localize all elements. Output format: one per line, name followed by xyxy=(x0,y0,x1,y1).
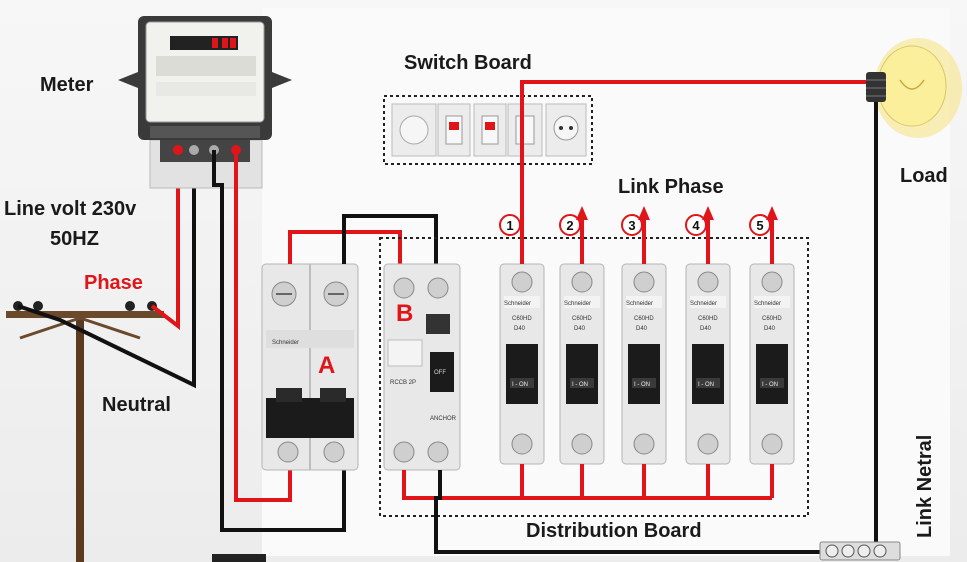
mcb-3-on-label: I - ON xyxy=(634,382,650,388)
arrow-up-icon xyxy=(576,206,588,220)
breaker-b-label: B xyxy=(396,300,414,327)
mcb-5-rating: D40 xyxy=(764,326,776,332)
mcb-4-on-label: I - ON xyxy=(698,382,714,388)
phase-wire-pole-meter xyxy=(150,140,180,331)
distribution-board-label: Distribution Board xyxy=(526,520,702,542)
mcb-5-on-label: I - ON xyxy=(762,382,778,388)
main-breaker-a xyxy=(261,263,359,471)
circuit-2-number: 2 xyxy=(566,218,573,233)
lightbulb-icon xyxy=(866,38,962,138)
arrow-up-icon xyxy=(702,206,714,220)
neutral-wire-pole-meter xyxy=(17,140,196,389)
switch-to-load-wire xyxy=(520,80,866,150)
distribution-board-outline xyxy=(379,237,809,517)
phase-label: Phase xyxy=(84,272,143,294)
circuit-3-number: 3 xyxy=(628,218,635,233)
neutral-label: Neutral xyxy=(102,394,171,416)
meter-mount-left xyxy=(118,72,138,88)
phase-bus-bar xyxy=(402,470,772,500)
circuit-5-number: 5 xyxy=(756,218,763,233)
link-phase-label: Link Phase xyxy=(618,176,724,198)
switch-board xyxy=(391,103,587,157)
rccb-off-label: OFF xyxy=(434,370,446,376)
meter-mount-right xyxy=(272,72,292,88)
utility-pole xyxy=(6,301,164,562)
background-panel xyxy=(262,8,950,556)
frequency-label: 50HZ xyxy=(50,228,99,250)
mcb-3-rating: D40 xyxy=(636,326,648,332)
circuit-4-number: 4 xyxy=(692,218,700,233)
switch-board-outline xyxy=(383,95,593,165)
link-neutral-label: Link Netral xyxy=(914,434,936,538)
neutral-wire-to-link xyxy=(434,470,820,554)
mcb-1-rating: D40 xyxy=(514,326,526,332)
rccb-name: RCCB 2P xyxy=(390,380,416,386)
mcb-4-rating: D40 xyxy=(700,326,712,332)
mcb-4-brand: Schneider xyxy=(690,301,717,307)
line-volt-label: Line volt 230v xyxy=(4,198,137,220)
breaker-a-brand: Schneider xyxy=(272,340,299,346)
phase-wire-meter-mainbreaker xyxy=(234,150,244,502)
mcb-3-model: C60HD xyxy=(634,316,654,322)
mcb-1-brand: Schneider xyxy=(504,301,531,307)
mcb-5 xyxy=(749,263,795,465)
load-label: Load xyxy=(900,165,948,187)
arrow-up-icon xyxy=(766,206,778,220)
energy-meter xyxy=(138,16,272,189)
neutral-wire-meter-mainbreaker xyxy=(212,150,346,532)
mcb-5-brand: Schneider xyxy=(754,301,781,307)
rccb-b xyxy=(383,263,461,471)
rccb-brand: ANCHOR xyxy=(430,416,457,422)
mcb-3 xyxy=(621,263,667,465)
mcb-2-rating: D40 xyxy=(574,326,586,332)
mcb-2-model: C60HD xyxy=(572,316,592,322)
mcb-4-model: C60HD xyxy=(698,316,718,322)
mcb-5-model: C60HD xyxy=(762,316,782,322)
phase-wire-to-breaker-a xyxy=(244,470,292,502)
mcb-1-on-label: I - ON xyxy=(512,382,528,388)
neutral-link-terminal xyxy=(819,541,901,561)
arrow-up-icon xyxy=(638,206,650,220)
mcb-2-brand: Schneider xyxy=(564,301,591,307)
circuit-1-number: 1 xyxy=(506,218,513,233)
mcb-2 xyxy=(559,263,605,465)
mcb-2-on-label: I - ON xyxy=(572,382,588,388)
neutral-link-a-to-b xyxy=(342,214,438,264)
mcb-1 xyxy=(499,263,545,465)
mcb-3-brand: Schneider xyxy=(626,301,653,307)
mcb-4 xyxy=(685,263,731,465)
meter-label: Meter xyxy=(40,74,94,96)
mcb-1-model: C60HD xyxy=(512,316,532,322)
breaker-a-label: A xyxy=(318,352,336,379)
switch-board-label: Switch Board xyxy=(404,52,532,74)
footer-fragment xyxy=(212,554,266,562)
